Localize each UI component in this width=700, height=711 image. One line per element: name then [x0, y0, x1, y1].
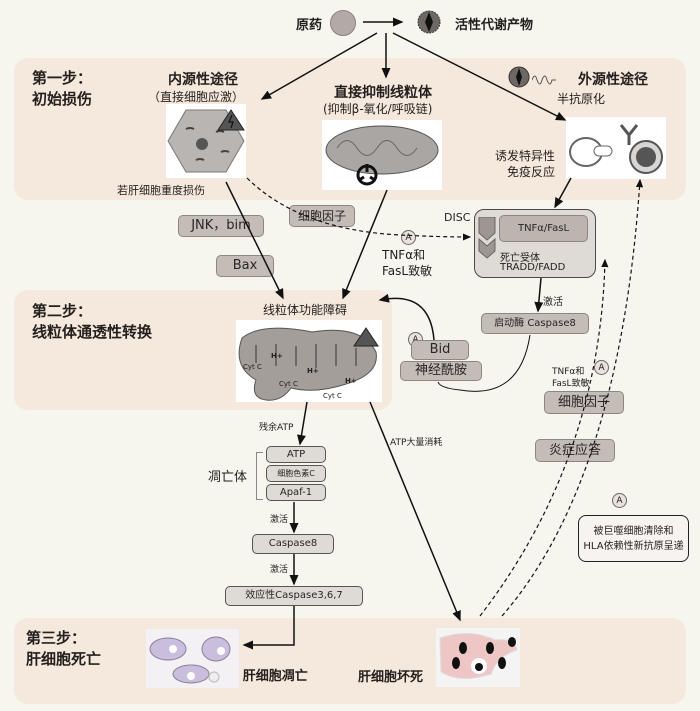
jnk-bim-box: JNK，bim — [178, 215, 264, 237]
immune-cells-image — [566, 117, 666, 179]
step3-panel — [14, 618, 686, 704]
death-receptor-line2: TRADD/FADD — [500, 262, 566, 273]
antibody-icon — [619, 124, 639, 145]
warning-icon — [353, 327, 379, 347]
apoptosis-label: 肝细胞凋亡 — [242, 669, 308, 684]
hapten-metabolite-icon — [508, 66, 530, 88]
h-plus-label-1: H+ — [271, 352, 283, 360]
ceramide-box: 神经酰胺 — [400, 361, 482, 381]
clearance-line1: 被巨噬细胞清除和 — [593, 526, 674, 537]
cytokine-right-box: 细胞因子 — [544, 391, 624, 414]
inflammation-box: 炎症应答 — [535, 439, 615, 462]
mitochondria-image — [322, 120, 442, 190]
caspase8-box: Caspase8 — [252, 534, 334, 554]
haptenization-label: 半抗原化 — [557, 92, 606, 106]
step3-label: 第三步： — [26, 629, 87, 647]
parent-drug-icon — [330, 10, 356, 36]
mechanism-a-badge: A — [612, 493, 627, 508]
apoptosome-bracket — [256, 452, 263, 500]
immune-response-line2: 免疫反应 — [507, 165, 556, 179]
activate-label-1: 激活 — [270, 515, 289, 525]
clearance-box: 被巨噬细胞清除和 HLA依赖性新抗原呈递 — [578, 515, 689, 562]
step3-title: 肝细胞死亡 — [26, 650, 102, 668]
h-plus-label-2: H+ — [307, 367, 319, 375]
step2-title: 线粒体通透性转换 — [32, 323, 153, 341]
severe-injury-note: 若肝细胞重度损伤 — [117, 184, 205, 197]
mito-dysfunction-label: 线粒体功能障碍 — [263, 303, 348, 317]
residual-atp-label: 残余ATP — [259, 423, 294, 433]
cyt-c-label-3: Cyt C — [323, 392, 342, 400]
clearance-line2: HLA依赖性新抗原呈递 — [583, 541, 684, 552]
necrotic-cell-image — [436, 628, 520, 687]
metabolite-icon — [417, 10, 441, 34]
mito-direct-subtitle: (抑制β-氧化/呼吸链) — [323, 102, 433, 116]
disc-label: DISC — [444, 211, 471, 224]
mito-direct-title: 直接抑制线粒体 — [334, 85, 432, 101]
step1-label: 第一步： — [32, 69, 93, 87]
ligand-box: TNFα/FasL — [499, 215, 588, 242]
extrinsic-title: 外源性途径 — [578, 72, 648, 88]
right-sensitize-line2: FasL致敏 — [552, 379, 590, 389]
apoptosome-cytochrome-c: 细胞色素C — [266, 465, 326, 482]
activate-label-2: 激活 — [270, 565, 289, 575]
h-plus-label-3: H+ — [345, 377, 357, 385]
parent-drug-label: 原药 — [296, 18, 323, 33]
receptor-chevron-icon — [478, 216, 496, 267]
step2-label: 第二步： — [32, 302, 93, 320]
mechanism-a-badge: A — [594, 360, 609, 375]
apoptosome-apaf1: Apaf-1 — [266, 484, 326, 501]
sensitize-line2: FasL致敏 — [382, 264, 433, 278]
apoptotic-cells-image — [146, 629, 239, 688]
cyt-c-label-2: Cyt C — [279, 380, 298, 388]
disc-to-caspase8-arrow — [534, 277, 544, 313]
cytokine-top-box: 细胞因子 — [289, 205, 355, 227]
caspase8-initiator-box: 启动酶 Caspase8 — [481, 313, 589, 334]
step1-title: 初始损伤 — [32, 90, 93, 108]
atp-depletion-label: ATP大量消耗 — [390, 438, 443, 448]
necrosis-label: 肝细胞坏死 — [358, 670, 424, 685]
hepatocyte-stress-image — [166, 104, 246, 178]
mechanism-a-badge: A — [401, 230, 416, 245]
bax-box: Bax — [216, 255, 274, 277]
activate-label-disc: 激活 — [543, 297, 563, 308]
apoptosome-label: 凋亡体 — [208, 470, 248, 485]
effector-caspase-box: 效应性Caspase3,6,7 — [225, 586, 363, 606]
protein-coil-icon — [531, 74, 556, 90]
immune-response-line1: 诱发特异性 — [495, 149, 556, 163]
apoptosome-atp: ATP — [266, 446, 326, 463]
warning-icon — [217, 109, 245, 131]
bid-box: Bid — [411, 340, 469, 360]
cyt-c-label-1: Cyt C — [243, 363, 262, 371]
intrinsic-subtitle: （直接细胞应激） — [148, 90, 245, 104]
sensitize-line1: TNFα和 — [382, 248, 426, 262]
active-metabolite-label: 活性代谢产物 — [455, 18, 534, 33]
intrinsic-title: 内源性途径 — [168, 72, 238, 88]
mpt-mitochondria-image — [236, 320, 382, 402]
